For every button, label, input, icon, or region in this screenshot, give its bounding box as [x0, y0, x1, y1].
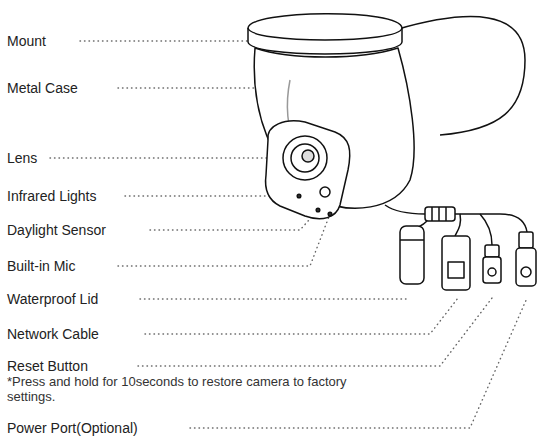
- part-label: Network Cable: [7, 325, 99, 343]
- part-label: Built-in Mic: [7, 257, 75, 275]
- camera: [248, 14, 536, 290]
- part-label: Infrared Lights: [7, 187, 97, 205]
- part-label: Reset Button: [7, 357, 88, 375]
- part-label: Mount: [7, 32, 46, 50]
- part-label: Metal Case: [7, 79, 78, 97]
- part-label: Power Port(Optional): [7, 419, 138, 437]
- part-label: Daylight Sensor: [7, 221, 106, 239]
- leader-lines: [50, 41, 527, 428]
- note-text: *Press and hold for 10seconds to restore…: [7, 374, 347, 404]
- part-label: Waterproof Lid: [7, 290, 98, 308]
- part-label: Lens: [7, 149, 37, 167]
